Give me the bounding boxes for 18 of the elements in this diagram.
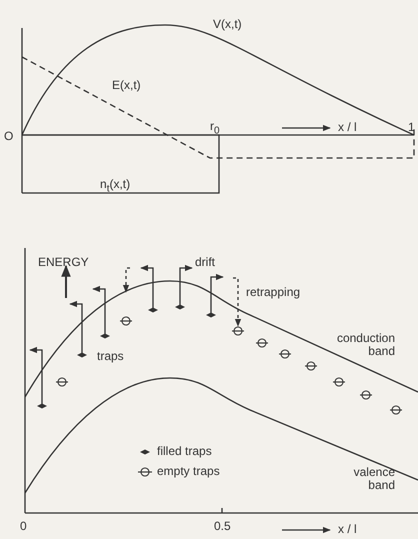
curve-label: V(x,t) <box>213 18 242 31</box>
annotation-label: traps <box>97 350 124 363</box>
tick-label: 1 <box>408 121 415 134</box>
axis-label: x / l <box>338 121 357 134</box>
band-label: conduction band <box>336 332 395 358</box>
curve-label: E(x,t) <box>112 79 141 92</box>
position-label: r$_{0}$ <box>210 120 220 138</box>
tick-label: 0.5 <box>214 520 231 533</box>
band-label: valence band <box>352 466 395 492</box>
annotation-label: drift <box>195 256 216 269</box>
tick-label: 0 <box>20 520 27 533</box>
legend-label: empty traps <box>157 465 220 478</box>
axis-label: x / l <box>338 523 357 536</box>
curve-label: n$_{t}$(x,t) <box>100 178 130 196</box>
legend-label: filled traps <box>157 445 212 458</box>
annotation-label: retrapping <box>246 286 300 299</box>
axis-origin-label: O <box>4 130 14 143</box>
axis-title: ENERGY <box>38 256 89 269</box>
